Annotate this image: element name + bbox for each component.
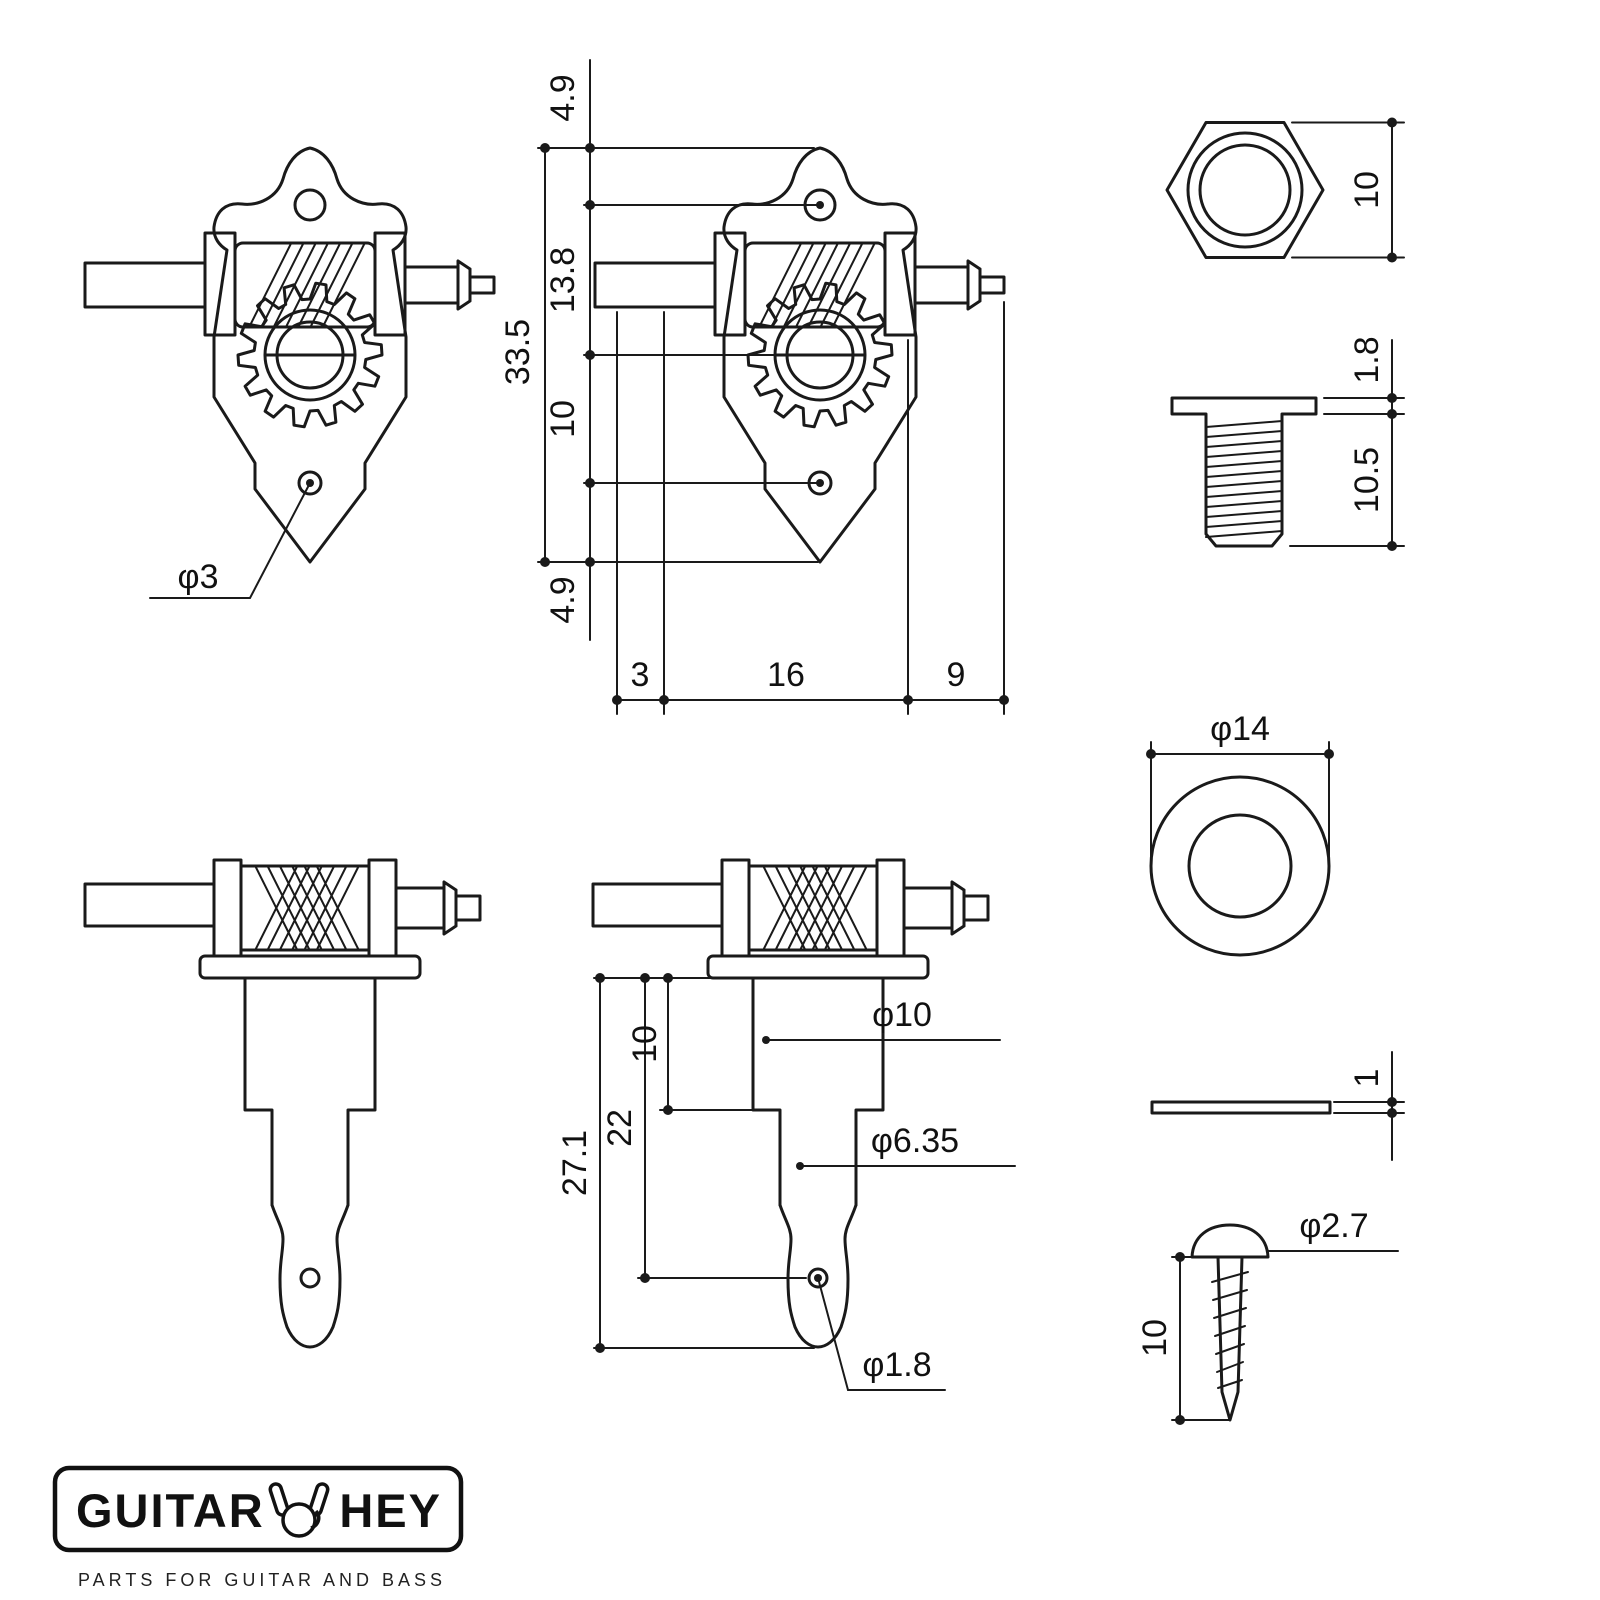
front-view-dimensions: 4.9 13.8 33.5 10 4.9 3 16 9: [499, 59, 1009, 715]
screw-body: [1216, 1255, 1244, 1422]
side-view-dimensions: 27.1 22 10 φ10 φ6.35 φ1.8: [556, 973, 1016, 1391]
dim-washer-dia: φ14: [1210, 710, 1270, 748]
bushing-side-view: 1.8 10.5: [1170, 336, 1405, 551]
dim-hole-to-gear: 13.8: [544, 247, 582, 313]
hex-nut-top-view: 10: [1165, 117, 1405, 263]
dim-shaft-dia: φ6.35: [871, 1122, 959, 1160]
logo: GUITAR HEY PARTS FOR GUITAR AND BASS: [52, 1465, 464, 1590]
side-view-left: [83, 858, 482, 1349]
dim-post-upper-len: 10: [626, 1025, 664, 1063]
dim-hole-to-tip: 4.9: [544, 576, 582, 623]
dim-top-to-hole: 4.9: [544, 74, 582, 121]
dim-width-mid: 16: [767, 656, 805, 694]
dim-plate-hole: φ3: [178, 558, 219, 596]
rock-hand-icon: [268, 1482, 330, 1538]
spacer-side-view: 1: [1150, 1051, 1405, 1161]
logo-tagline: PARTS FOR GUITAR AND BASS: [78, 1570, 446, 1590]
plate-hole-callout: φ3: [149, 479, 314, 599]
logo-word-right: HEY: [339, 1484, 442, 1537]
dim-post-dia: φ10: [872, 996, 932, 1034]
dim-width-left: 3: [631, 656, 650, 694]
dim-string-hole-dia: φ1.8: [862, 1346, 931, 1384]
dim-bushing-flange: 1.8: [1348, 336, 1386, 383]
dim-spacer-thickness: 1: [1348, 1069, 1386, 1088]
mounting-screw: 10 φ2.7: [1136, 1207, 1399, 1425]
screw-threads: [1211, 1271, 1249, 1389]
dim-gear-to-hole: 10: [544, 400, 582, 438]
dim-post-to-hole: 22: [601, 1109, 639, 1147]
front-view-left: [83, 146, 496, 564]
dim-nut-size: 10: [1348, 171, 1386, 209]
logo-word-left: GUITAR: [76, 1484, 265, 1537]
dim-width-right: 9: [947, 656, 966, 694]
dim-screw-length: 10: [1136, 1319, 1174, 1357]
logo-box: [52, 1465, 464, 1553]
dim-overall-height: 33.5: [499, 319, 537, 385]
dim-bushing-thread: 10.5: [1348, 447, 1386, 513]
side-view-dimensioned: [591, 858, 990, 1349]
screw-head: [1190, 1223, 1270, 1259]
dim-post-total: 27.1: [556, 1130, 594, 1196]
washer-top-view: φ14: [1146, 710, 1334, 957]
dim-screw-head-dia: φ2.7: [1299, 1207, 1368, 1245]
